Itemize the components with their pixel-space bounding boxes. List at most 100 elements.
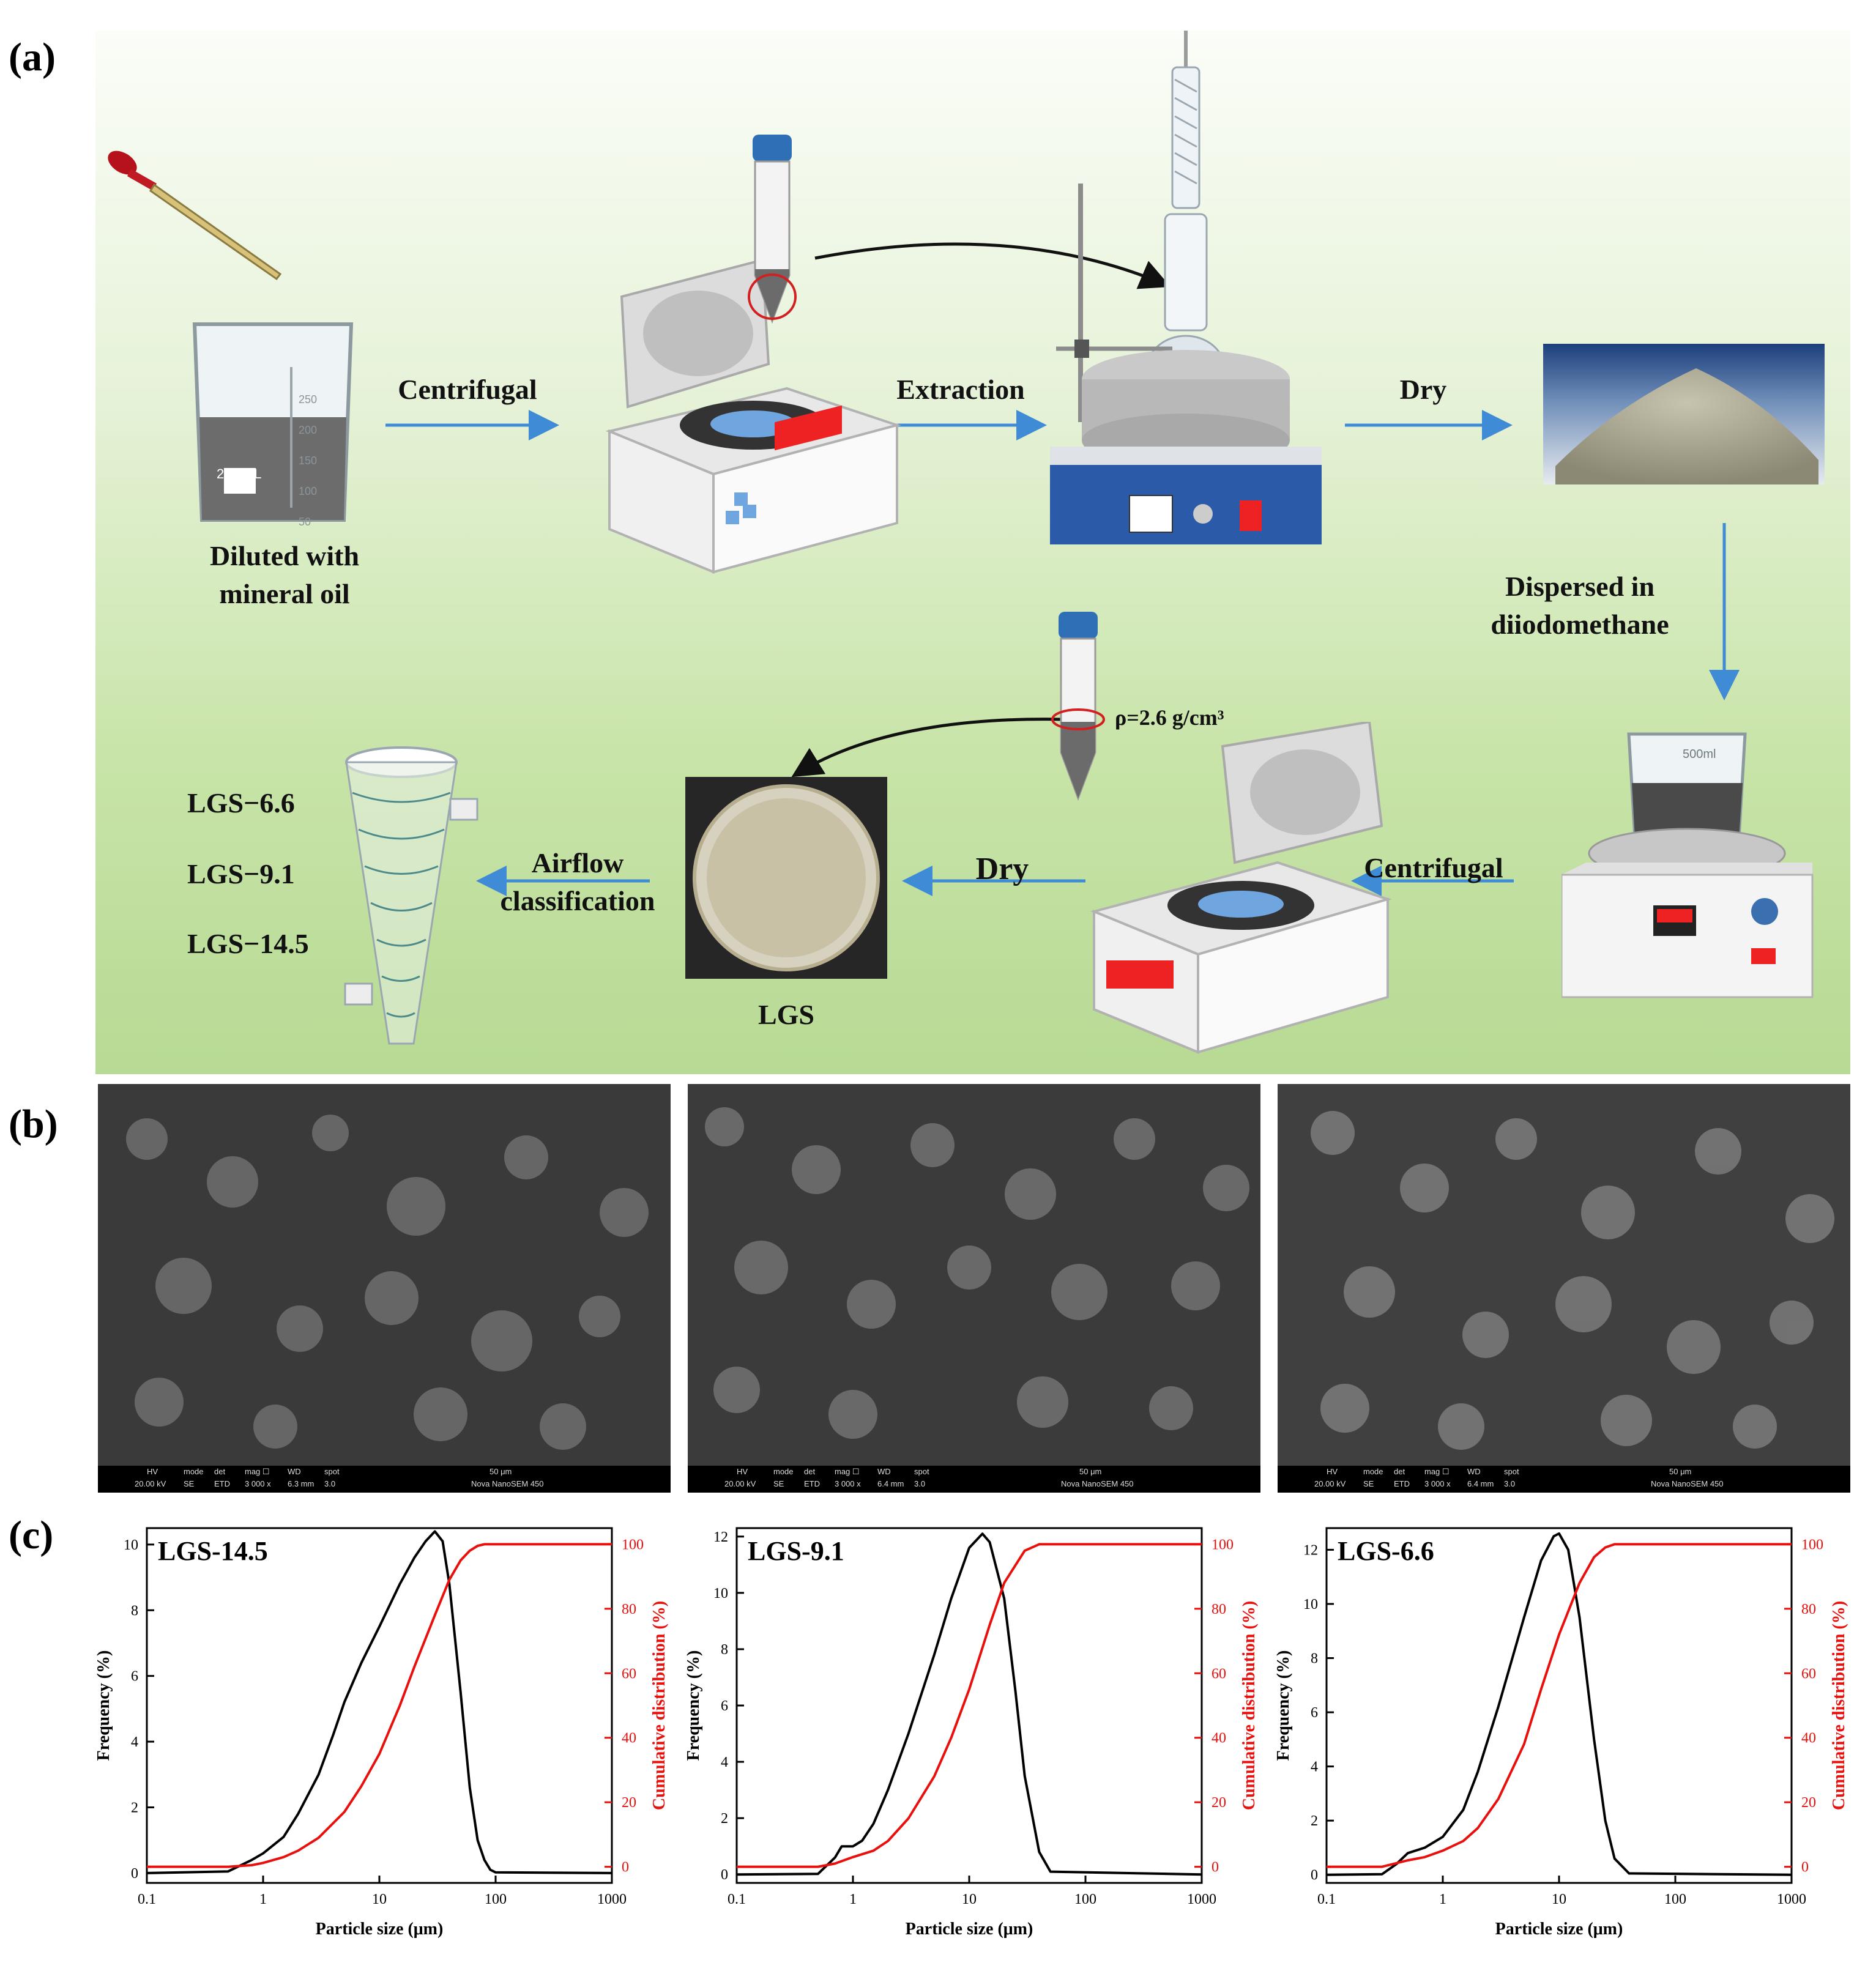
y-right-tick-label: 60	[622, 1666, 636, 1682]
sem-scale: 50 μm	[1079, 1467, 1102, 1476]
powder-photo	[1543, 344, 1825, 484]
plot-frame	[1325, 1527, 1793, 1884]
x-axis-label: Particle size (μm)	[906, 1920, 1033, 1939]
sem-value: SE	[184, 1479, 195, 1488]
sem-header: WD	[1467, 1467, 1481, 1476]
sem-info-bar: HV mode det mag ☐ WD spot 20.00 kV SE ET…	[688, 1466, 1260, 1493]
y-right-tick-label: 0	[1212, 1860, 1219, 1876]
beaker-icon	[192, 322, 354, 522]
x-tick-label: 1000	[1187, 1891, 1216, 1907]
x-tick-label: 1000	[597, 1891, 627, 1907]
sem-image-1: HV mode det mag ☐ WD spot 20.00 kV SE ET…	[98, 1084, 671, 1493]
x-tick-label: 1000	[1777, 1891, 1806, 1907]
sem-value: ETD	[804, 1479, 820, 1488]
x-tick-label: 100	[485, 1891, 507, 1907]
panel-label-c: (c)	[9, 1513, 54, 1557]
sem-value: SE	[1363, 1479, 1374, 1488]
x-tick-label: 0.1	[138, 1891, 156, 1907]
chart-title: LGS-6.6	[1338, 1536, 1434, 1566]
sem-value: 3.0	[324, 1479, 336, 1488]
x-axis-label: Particle size (μm)	[316, 1920, 444, 1939]
beaker-mark: 50	[299, 516, 311, 528]
y-right-tick-label: 80	[1212, 1602, 1226, 1617]
y-tick-label: 6	[721, 1698, 728, 1714]
y-right-tick-label: 20	[1212, 1795, 1226, 1811]
sem-value: SE	[773, 1479, 784, 1488]
sem-instrument: Nova NanoSEM 450	[471, 1479, 544, 1488]
scheme-arrows	[385, 242, 1740, 896]
y-tick-label: 6	[131, 1669, 138, 1685]
label-centrifugal-1: Centrifugal	[398, 374, 537, 405]
sem-value: 6.4 mm	[877, 1479, 904, 1488]
label-diluted-line1: Diluted with	[209, 540, 360, 571]
sem-header: mag ☐	[1424, 1467, 1450, 1476]
sem-value: 20.00 kV	[724, 1479, 756, 1488]
y-tick-label: 8	[131, 1603, 138, 1619]
sem-value: 20.00 kV	[135, 1479, 166, 1488]
y-right-tick-label: 60	[1801, 1666, 1816, 1682]
sem-header: det	[804, 1467, 816, 1476]
sem-value: 20.00 kV	[1314, 1479, 1346, 1488]
sem-header: mag ☐	[835, 1467, 860, 1476]
label-dispersed-line1: Dispersed in	[1505, 571, 1655, 602]
sem-instrument: Nova NanoSEM 450	[1651, 1479, 1724, 1488]
label-fraction-1: LGS−6.6	[187, 787, 295, 818]
x-tick-label: 1	[849, 1891, 857, 1907]
sem-header: spot	[914, 1467, 929, 1476]
y-right-tick-label: 80	[622, 1602, 636, 1617]
y-tick-label: 0	[131, 1866, 138, 1882]
y-tick-label: 10	[713, 1586, 728, 1602]
y-right-axis-label: Cumulative distribution (%)	[1240, 1601, 1259, 1810]
y-tick-label: 6	[1311, 1705, 1318, 1721]
x-tick-label: 10	[372, 1891, 387, 1907]
label-fraction-2: LGS−9.1	[187, 858, 295, 889]
sem-header: det	[214, 1467, 226, 1476]
sem-header: mag ☐	[245, 1467, 270, 1476]
label-dispersed-line2: diiodomethane	[1491, 609, 1669, 640]
y-tick-label: 12	[1303, 1542, 1318, 1558]
panel-label-a: (a)	[9, 35, 56, 80]
y-right-tick-label: 100	[1212, 1537, 1234, 1553]
x-tick-label: 0.1	[728, 1891, 746, 1907]
label-airflow-line1: Airflow	[531, 847, 624, 878]
arrow-curved-bottom	[791, 718, 1065, 778]
x-axis-label: Particle size (μm)	[1495, 1920, 1623, 1939]
sem-texture	[1278, 1084, 1850, 1466]
y-axis-label: Frequency (%)	[684, 1650, 703, 1761]
plot-frame	[735, 1527, 1203, 1884]
sem-value: 3 000 x	[245, 1479, 271, 1488]
frequency-line	[1326, 1532, 1792, 1876]
cumulative-line	[737, 1543, 1202, 1868]
x-tick-label: 0.1	[1317, 1891, 1336, 1907]
label-lgs: LGS	[757, 999, 815, 1030]
centrifuge-tube-icon	[748, 135, 797, 324]
label-airflow-line2: classification	[500, 885, 655, 917]
cumulative-line	[147, 1543, 612, 1868]
label-dispersed: Dispersed in diiodomethane	[1470, 568, 1690, 644]
beaker-volume: 250 mL	[217, 466, 262, 481]
label-fraction-3: LGS−14.5	[187, 928, 309, 959]
label-dry-2: Dry	[975, 852, 1029, 886]
label-diluted: Diluted with mineral oil	[171, 537, 398, 613]
y-tick-label: 4	[1311, 1759, 1318, 1775]
beaker-mark: 150	[299, 455, 318, 467]
chart-title: LGS-14.5	[158, 1536, 268, 1566]
label-airflow: Airflow classification	[474, 844, 682, 920]
sem-info-bar: HV mode det mag ☐ WD spot 20.00 kV SE ET…	[1278, 1466, 1850, 1493]
y-tick-label: 2	[131, 1800, 138, 1816]
sem-instrument: Nova NanoSEM 450	[1061, 1479, 1134, 1488]
y-right-tick-label: 100	[622, 1537, 644, 1553]
sem-header: HV	[1327, 1467, 1338, 1476]
x-tick-label: 1	[1439, 1891, 1446, 1907]
sem-texture	[98, 1084, 671, 1466]
x-tick-label: 1	[259, 1891, 267, 1907]
hotplate-icon	[1561, 732, 1814, 998]
sem-value: 3 000 x	[1424, 1479, 1451, 1488]
sem-info-bar: HV mode det mag ☐ WD spot 20.00 kV SE ET…	[98, 1466, 671, 1493]
centrifuge-icon	[605, 258, 901, 574]
sem-header: HV	[737, 1467, 748, 1476]
sem-header: mode	[184, 1467, 204, 1476]
sem-header: spot	[324, 1467, 340, 1476]
cumulative-line	[1327, 1543, 1792, 1868]
